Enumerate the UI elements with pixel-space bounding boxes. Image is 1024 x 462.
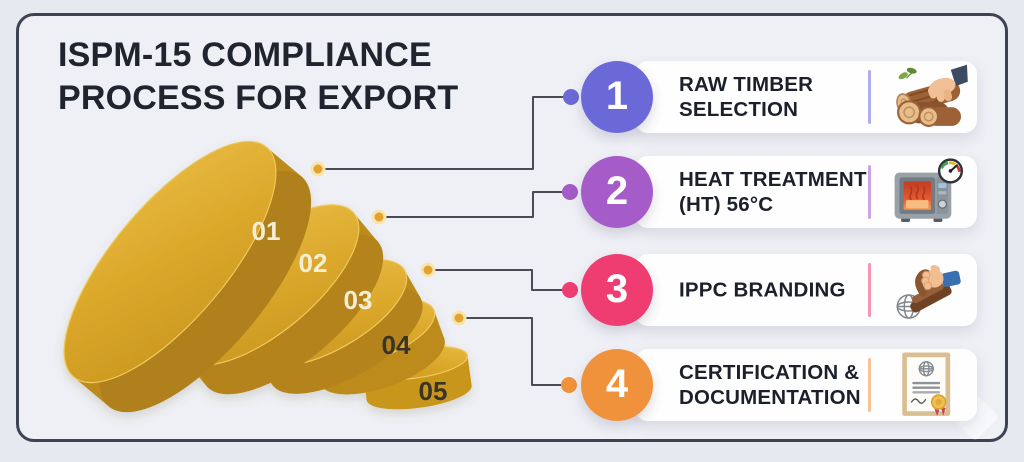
- step-4-card: CERTIFICATION & DOCUMENTATION: [635, 349, 977, 421]
- funnel-disc-1: [63, 140, 312, 413]
- connector-lines: [325, 96, 563, 386]
- step-1-card: RAW TIMBER SELECTION: [635, 61, 977, 133]
- step-3-divider: [868, 263, 871, 317]
- accent-dot-3: [562, 282, 578, 298]
- gold-dot-2: [371, 209, 387, 225]
- page-title: ISPM-15 COMPLIANCE PROCESS FOR EXPORT: [58, 36, 459, 117]
- funnel-label-01: 01: [252, 216, 281, 246]
- step-2-card: HEAT TREATMENT (HT) 56°C: [635, 156, 977, 228]
- gold-dot-1: [310, 161, 326, 177]
- step-row-2: 2 HEAT TREATMENT (HT) 56°C: [0, 156, 1024, 228]
- step-row-1: 1 RAW TIMBER SELECTION: [0, 61, 1024, 133]
- step-3-label: IPPC BRANDING: [679, 278, 846, 302]
- step-4-number-badge: 4: [581, 349, 653, 421]
- step-3-number: 3: [605, 266, 629, 311]
- funnel-label-03: 03: [344, 285, 373, 315]
- step-3-number-badge: 3: [581, 254, 653, 326]
- step-1-divider: [868, 70, 871, 124]
- step-4-divider: [868, 358, 871, 412]
- accent-dot-4: [561, 377, 577, 393]
- certificate-document-icon: [883, 349, 971, 421]
- step-row-4: 4 CERTIFICATION & DOCUMENTATION: [0, 349, 1024, 421]
- step-2-divider: [868, 165, 871, 219]
- step-4-label: CERTIFICATION & DOCUMENTATION: [679, 361, 861, 409]
- gold-dot-3: [420, 262, 436, 278]
- timber-logs-icon: [883, 61, 971, 133]
- connector-line-4: [466, 317, 561, 386]
- step-2-label: HEAT TREATMENT (HT) 56°C: [679, 168, 867, 216]
- heat-treatment-oven-icon: [883, 156, 971, 228]
- connector-line-1: [325, 96, 563, 170]
- funnel-label-02: 02: [299, 248, 328, 278]
- funnel-connector-dots: [310, 161, 467, 326]
- step-4-number: 4: [605, 361, 629, 406]
- step-2-number-badge: 2: [581, 156, 653, 228]
- step-row-3: 3 IPPC BRANDING: [0, 254, 1024, 326]
- accent-dot-1: [563, 89, 579, 105]
- step-1-label: RAW TIMBER SELECTION: [679, 73, 814, 121]
- funnel-label-05: 05: [419, 376, 448, 406]
- connector-line-3: [435, 269, 562, 291]
- ippc-stamp-icon: [883, 254, 971, 326]
- step-1-number: 1: [605, 73, 629, 118]
- gold-dot-4: [451, 310, 467, 326]
- accent-dot-2: [562, 184, 578, 200]
- step-2-number: 2: [605, 168, 629, 213]
- funnel-label-04: 04: [382, 330, 411, 360]
- connector-line-2: [386, 191, 562, 218]
- step-3-card: IPPC BRANDING: [635, 254, 977, 326]
- step-1-number-badge: 1: [581, 61, 653, 133]
